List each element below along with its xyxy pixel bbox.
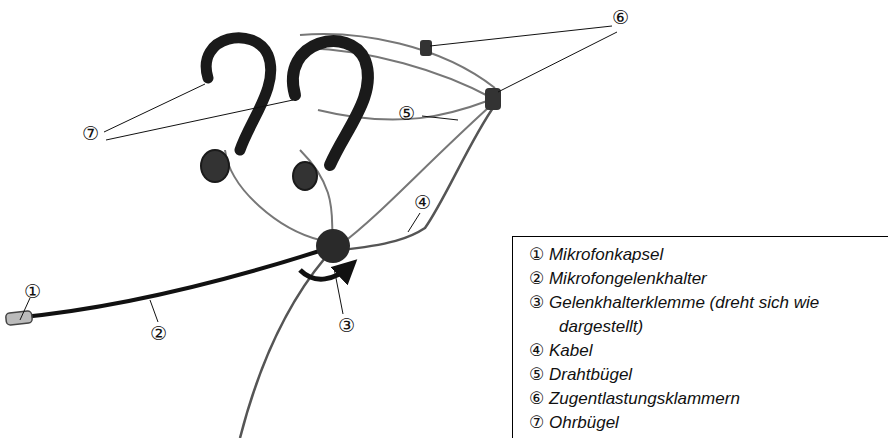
part-name: ⑤ Drahtbügel [529,363,888,387]
rotation-arrow [300,266,350,279]
microphone-boom [14,246,335,318]
callout-number: ③ [338,316,355,335]
callout-number: ① [24,282,41,301]
callout-number: ⑥ [612,8,629,27]
callout-number: ④ [414,193,431,212]
boom-clamp [316,229,350,263]
callout-number: ⑤ [398,104,415,123]
cable [240,105,495,438]
parts-list-box: ① Mikrofonkapsel② Mikrofongelenkhalter③ … [512,236,888,438]
part-name: ① Mikrofonkapsel [529,243,888,267]
part-name: ⑦ Ohrbügel [529,411,888,435]
microphone-capsule [5,311,32,326]
part-name: ⑥ Zugentlastungsklammern [529,387,888,411]
callout-number: ⑦ [82,124,99,143]
callout-number: ② [150,324,167,343]
strain-relief-clips [420,40,501,110]
part-name: ③ Gelenkhalterklemme (dreht sich wie dar… [529,291,888,339]
part-name: ② Mikrofongelenkhalter [529,267,888,291]
part-name: ④ Kabel [529,339,888,363]
